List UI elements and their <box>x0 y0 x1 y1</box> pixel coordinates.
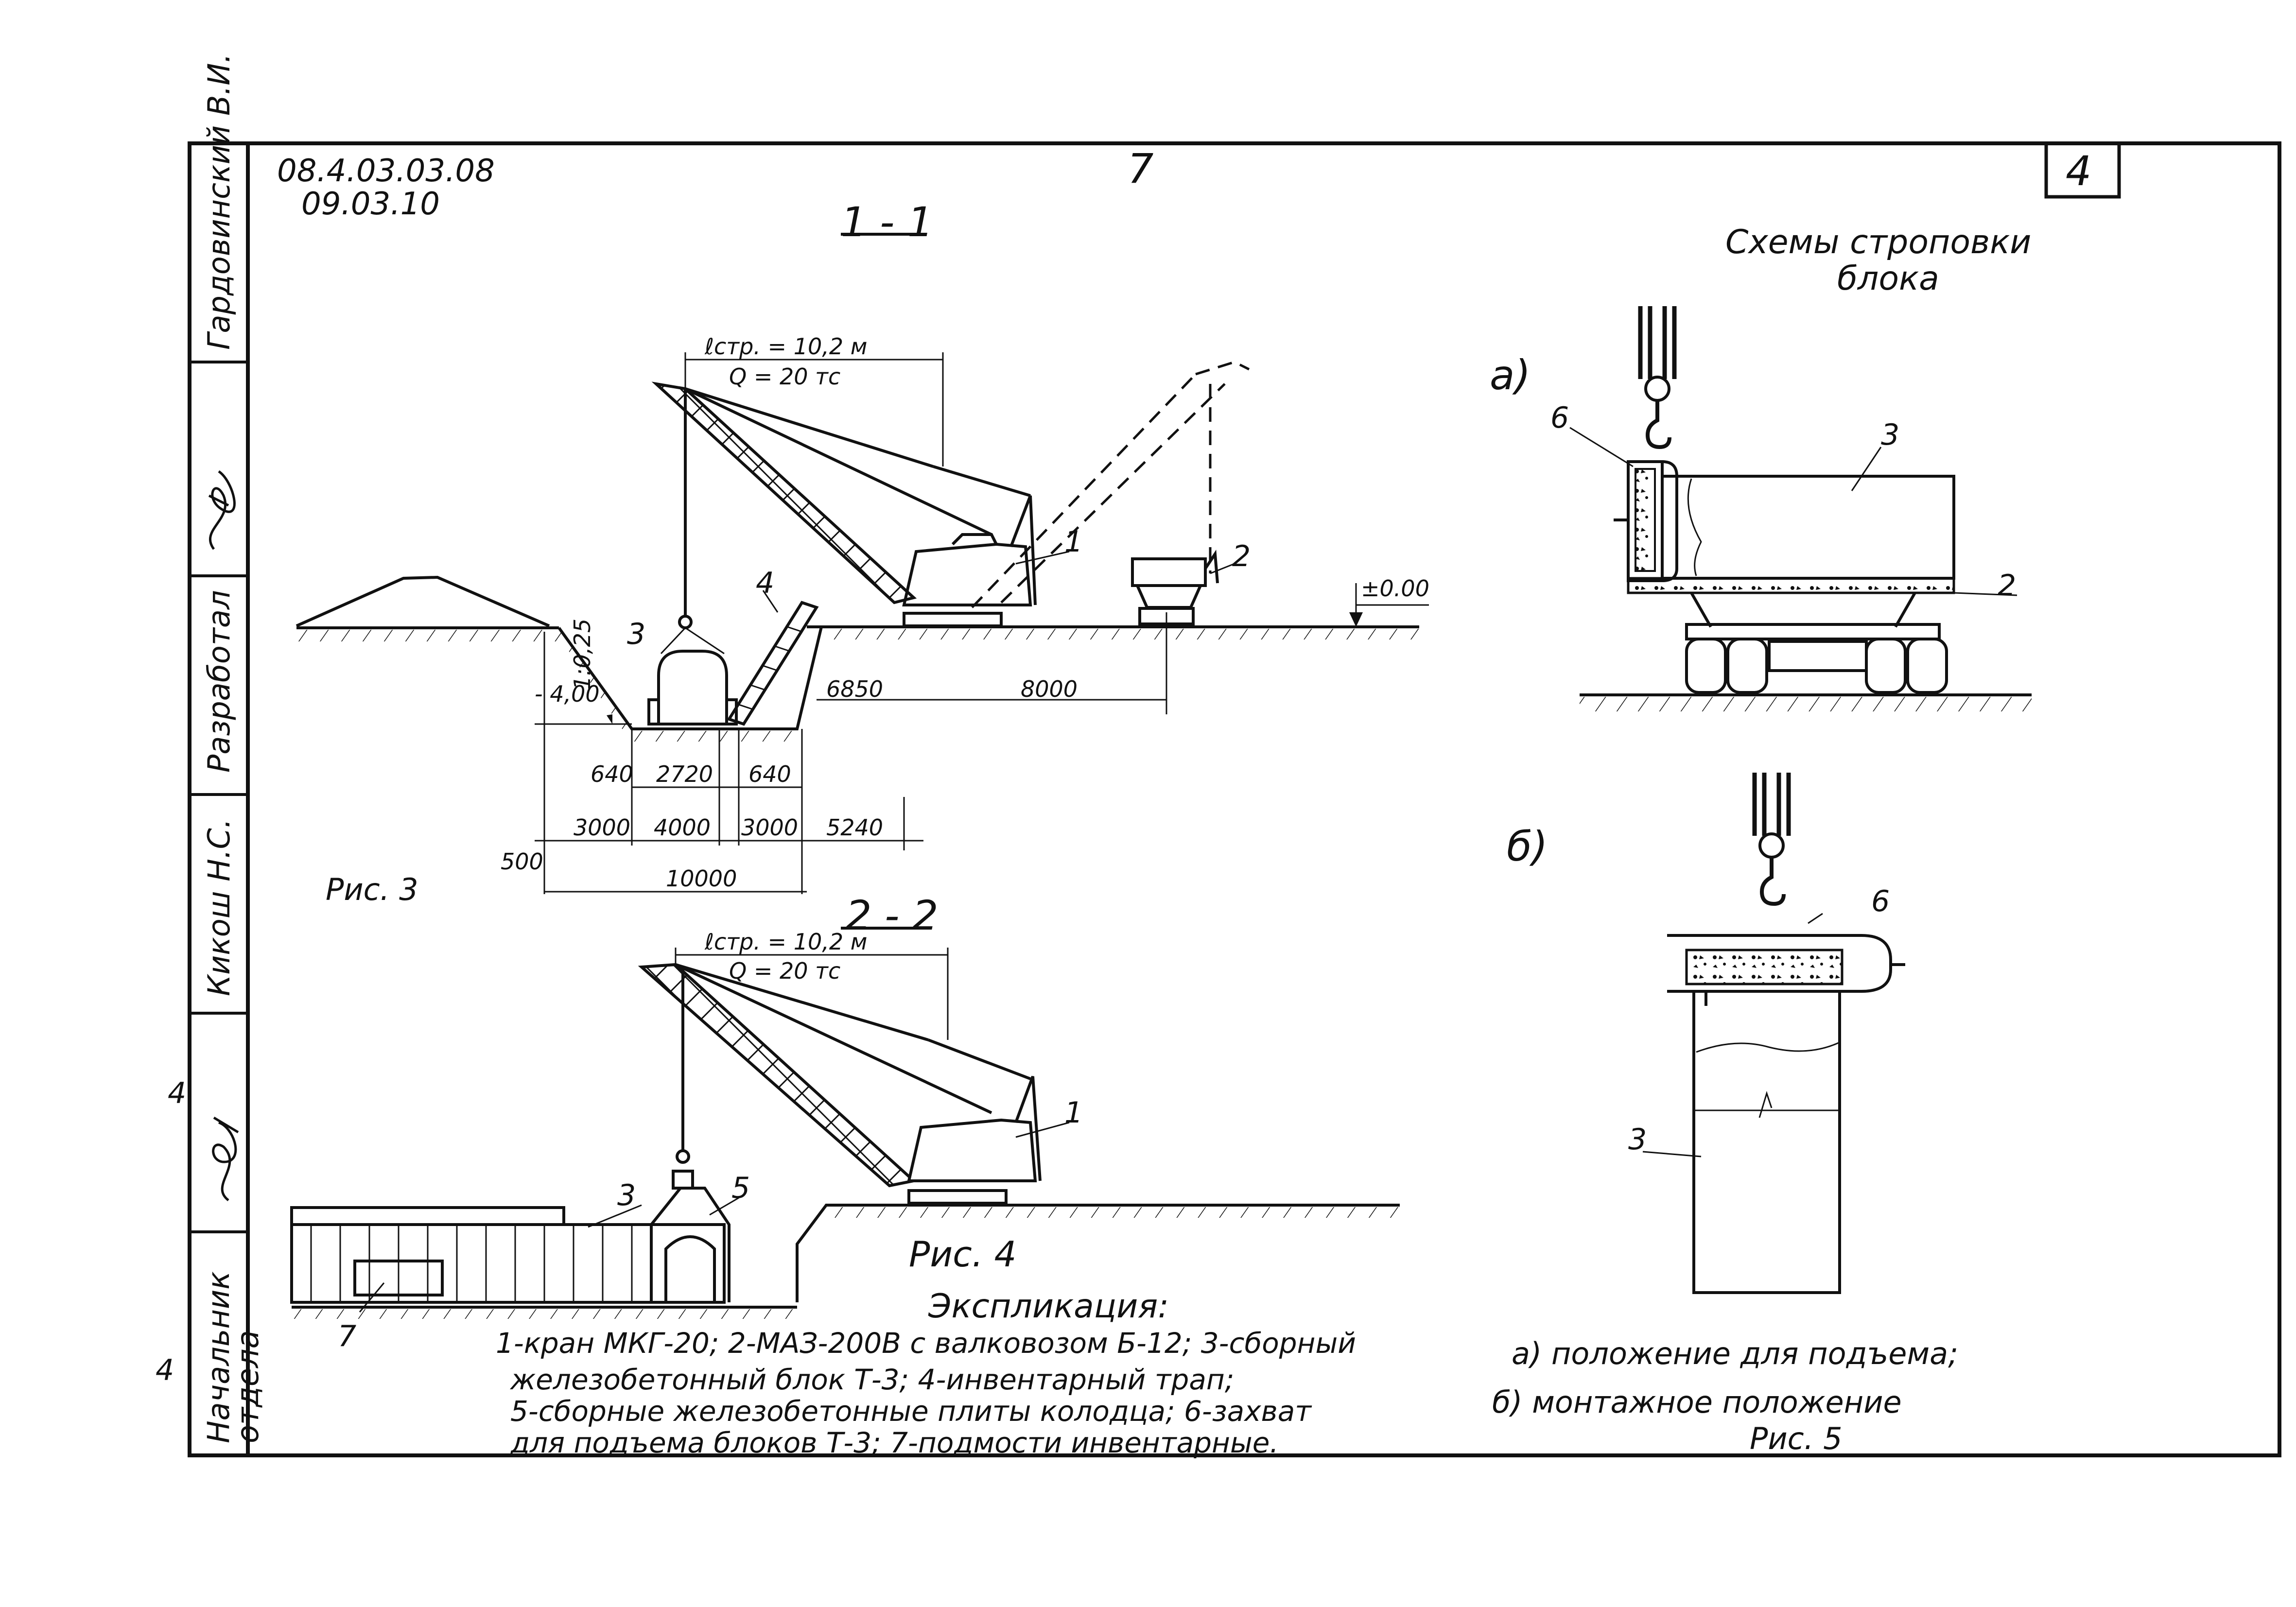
callout-2-7: 7 <box>338 1319 357 1353</box>
doc-code-1: 08.4.03.03.08 <box>277 153 495 189</box>
block-t3-a <box>1661 475 1955 580</box>
stamp-role-2: Начальник отдела <box>201 1271 265 1443</box>
crane-cab <box>902 542 1032 606</box>
spoil-heap <box>296 575 550 627</box>
trailer-platform <box>1627 577 1955 594</box>
boom-reach-2: ℓстр. = 10,2 м <box>705 929 868 955</box>
slinging-title-1: Схемы строповки <box>1725 223 2032 261</box>
slinging-title-2: блока <box>1837 259 1939 298</box>
well-chamber <box>650 1187 731 1302</box>
dim-3000-a: 3000 <box>574 814 631 841</box>
dim-640-a: 640 <box>591 761 633 787</box>
block-t3-b <box>1692 990 1841 1294</box>
callout-2-5: 5 <box>731 1171 750 1205</box>
load-capacity-2: Q = 20 тс <box>729 958 841 984</box>
crane-base <box>903 612 1003 627</box>
explication-title: Экспликация: <box>928 1287 1169 1326</box>
view-b-label: б) <box>1507 823 1548 870</box>
slope-label: 1:0,25 <box>569 618 595 690</box>
block-t3-section <box>657 650 728 726</box>
dim-8000: 8000 <box>1021 676 1078 702</box>
callout-1-3: 3 <box>627 617 646 651</box>
callout-a-2: 2 <box>1998 569 2017 603</box>
fig5-caption: Рис. 5 <box>1750 1421 1843 1456</box>
callout-1-1: 1 <box>1064 525 1083 559</box>
section-1-1-title: 1 - 1 <box>841 198 934 246</box>
boom-reach-1: ℓстр. = 10,2 м <box>705 333 868 360</box>
fig5a-sling <box>1638 306 1677 449</box>
dim-6850: 6850 <box>826 676 884 702</box>
callout-b-6: 6 <box>1871 884 1890 918</box>
view-a-label: а) <box>1490 351 1531 399</box>
stamp-role-1: Разработал <box>201 590 237 773</box>
dim-10000: 10000 <box>666 865 737 892</box>
dim-640-b: 640 <box>748 761 791 787</box>
explication-line-3: 5-сборные железобетонные плиты колодца; … <box>510 1395 1312 1428</box>
legend-a: а) положение для подъема; <box>1512 1336 1959 1371</box>
dim-5240: 5240 <box>826 814 884 841</box>
callout-2-1: 1 <box>1064 1096 1083 1130</box>
dim-2720: 2720 <box>656 761 713 787</box>
callout-2-3: 3 <box>617 1178 636 1212</box>
legend-b: б) монтажное положение <box>1492 1384 1902 1420</box>
dim-500: 500 <box>501 848 543 875</box>
explication-line-2: железобетонный блок Т-3; 4-инвентарный т… <box>510 1363 1235 1396</box>
fig4-caption: Рис. 4 <box>909 1234 1017 1275</box>
margin-mark-2: 4 <box>168 1076 187 1110</box>
crane-boom <box>651 381 917 605</box>
stamp-name-1: Гардовинский В.И. <box>201 53 237 350</box>
signature-2 <box>212 1116 239 1201</box>
crane-cab-2 <box>907 1118 1037 1182</box>
ladder <box>727 601 819 726</box>
callout-a-6: 6 <box>1550 401 1569 435</box>
explication-line-4: для подъема блоков Т-3; 7-подмости инвен… <box>510 1426 1279 1459</box>
explication-line-1: 1-кран МКГ-20; 2-МАЗ-200В с валковозом Б… <box>496 1327 1356 1360</box>
dim-3000-b: 3000 <box>741 814 799 841</box>
dim-4000: 4000 <box>654 814 711 841</box>
stamp-name-2: Кикош Н.С. <box>201 818 237 996</box>
trailer-b12 <box>1131 557 1207 587</box>
crane-base-2 <box>907 1189 1008 1205</box>
margin-mark-1: 4 <box>156 1353 174 1387</box>
callout-a-3: 3 <box>1881 418 1900 452</box>
alt-boom-dashed <box>971 361 1250 608</box>
callout-1-4: 4 <box>756 566 775 600</box>
elevation-bottom: - 4,00 <box>535 681 600 707</box>
sheet-number-box <box>2044 141 2121 199</box>
section-2-2-title: 2 - 2 <box>846 892 939 939</box>
fig3-caption: Рис. 3 <box>326 872 418 907</box>
doc-code-2: 09.03.10 <box>301 186 440 222</box>
tunnel-blocks <box>290 1223 726 1304</box>
sheet-number: 4 <box>2066 147 2092 195</box>
fig5b-sling <box>1752 773 1791 906</box>
callout-b-3: 3 <box>1628 1123 1647 1157</box>
sheet-frame <box>188 141 2281 1457</box>
callout-1-2: 2 <box>1232 539 1251 573</box>
elevation-zero: ±0.00 <box>1361 575 1429 602</box>
signature-1 <box>208 470 236 550</box>
page-number: 7 <box>1128 145 1154 192</box>
load-capacity-1: Q = 20 тс <box>729 363 841 390</box>
